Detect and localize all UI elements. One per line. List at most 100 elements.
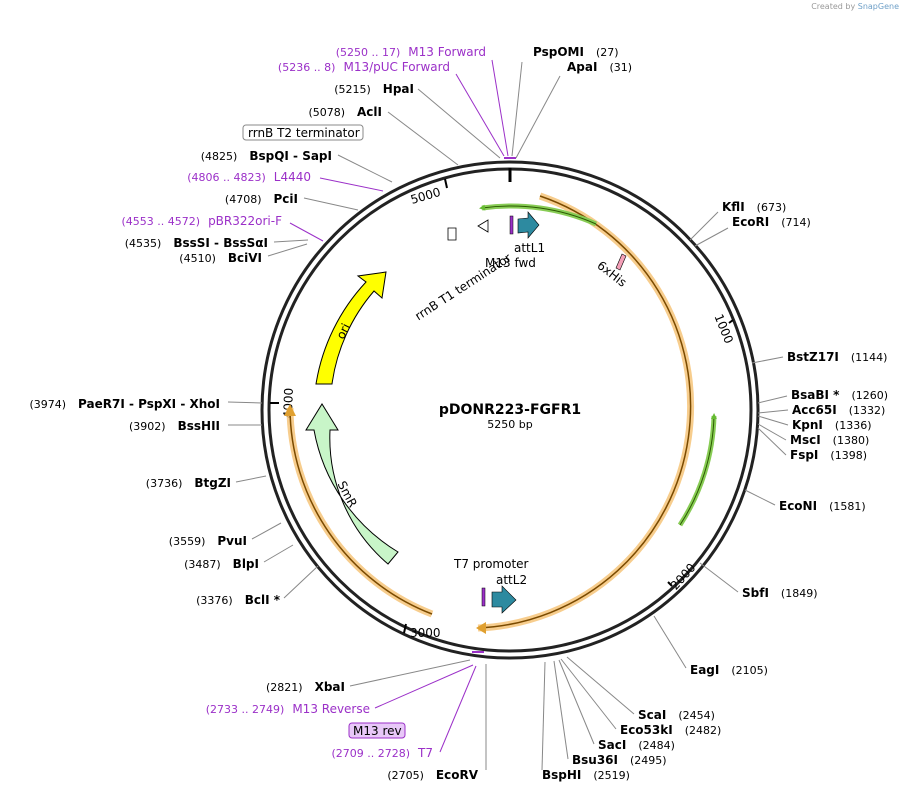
site-position: (2105)	[731, 664, 768, 677]
site-label-sac: SacI(2484)	[598, 738, 675, 752]
site-label-eco53: Eco53kI(2482)	[620, 723, 721, 737]
primer-name: L4440	[274, 170, 311, 184]
site-position: (1581)	[829, 500, 866, 513]
site-label-bcli: (3376)BclI *	[196, 593, 281, 607]
rrnb-t1-label: rrnB T1 terminator	[412, 251, 513, 324]
leader-blp	[263, 544, 294, 563]
primer-range: (5250 .. 17)	[336, 46, 401, 59]
site-label-bspqi: (4825) BspQI - SapI	[201, 149, 332, 163]
site-name: BssHII	[178, 419, 220, 433]
primer-leader-m13puc	[455, 73, 505, 157]
site-position: (1380)	[833, 434, 870, 447]
smr-label: SmR	[335, 479, 360, 510]
site-position: (5078)	[308, 106, 345, 119]
site-name: PciI	[274, 192, 299, 206]
attl2-feature	[481, 585, 517, 614]
site-position: (1144)	[851, 351, 888, 364]
leader-bcli	[283, 565, 319, 599]
6xhis-label: 6xHis	[594, 258, 629, 290]
plasmid-size: 5250 bp	[487, 418, 532, 431]
leader-btgz	[235, 475, 267, 483]
site-name: MscI	[790, 433, 821, 447]
site-label-sca: ScaI(2454)	[638, 708, 715, 722]
leader-lines	[227, 59, 789, 771]
site-label-pci: (4708) PciI	[225, 192, 298, 206]
site-position: (673)	[757, 201, 787, 214]
leader-sca	[566, 656, 635, 715]
site-name: EcoRI	[732, 215, 769, 229]
site-name: FspI	[790, 448, 818, 462]
primer-range: (2733 .. 2749)	[206, 703, 285, 716]
leader-paer	[227, 401, 263, 404]
site-name: BssSI - BssSαI	[173, 236, 268, 250]
site-label-msc: MscI (1380)	[790, 433, 869, 447]
primer-name: M13 Reverse	[292, 702, 370, 716]
site-label-bcivi: (4510) BciVI	[179, 251, 262, 265]
primer-leader-m13r	[374, 664, 474, 709]
attl2-label: attL2	[496, 573, 527, 587]
primer-label-pbr: (4553 .. 4572)pBR322ori-F	[122, 214, 283, 228]
site-name: AclI	[357, 105, 382, 119]
primer-name: M13 Forward	[408, 45, 486, 59]
site-position: (2705)	[387, 769, 424, 782]
leader-bspqi	[337, 154, 393, 183]
site-name: SacI	[598, 738, 626, 752]
site-label-blp: (3487) BlpI	[184, 557, 259, 571]
primer-leader-t7	[439, 665, 477, 753]
site-position: (3974)	[29, 398, 66, 411]
primer-range: (4806 .. 4823)	[187, 171, 266, 184]
primer-range: (5236 .. 8)	[278, 61, 336, 74]
site-position: (4825)	[201, 150, 238, 163]
site-position: (1336)	[835, 419, 872, 432]
leader-sac	[558, 659, 595, 745]
site-position: (5215)	[334, 83, 371, 96]
site-position: (4510)	[179, 252, 216, 265]
site-label-kpn: KpnI(1336)	[792, 418, 871, 432]
site-position: (1398)	[830, 449, 867, 462]
site-label-eag: EagI(2105)	[690, 663, 768, 677]
leader-bsphi	[541, 661, 546, 771]
leader-pvu	[251, 522, 282, 540]
site-position: (4708)	[225, 193, 262, 206]
site-name: EcoRV	[436, 768, 479, 782]
site-position: (2454)	[678, 709, 715, 722]
site-position: (27)	[596, 46, 619, 59]
leader-econi	[744, 489, 776, 506]
rrnb-t2-box	[242, 124, 364, 141]
m13-rev-box	[348, 722, 406, 739]
primer-name: T7	[417, 746, 433, 760]
site-name: BlpI	[233, 557, 259, 571]
site-label-acl: (5078) AclI	[308, 105, 382, 119]
leader-hpa	[417, 88, 501, 159]
site-name: BspHI	[542, 768, 581, 782]
site-position: (3902)	[129, 420, 166, 433]
site-name: SbfI	[742, 586, 769, 600]
leader-bsu36	[553, 660, 569, 760]
site-name: BsaBI *	[791, 388, 840, 402]
leader-psp	[511, 61, 523, 157]
site-position: (2495)	[630, 754, 667, 767]
site-label-acc65: Acc65I(1332)	[792, 403, 885, 417]
site-label-sbf: SbfI(1849)	[742, 586, 818, 600]
primer-label-l4440: (4806 .. 4823) L4440	[187, 170, 311, 184]
backbone-outer	[260, 160, 760, 660]
site-name: BciVI	[228, 251, 262, 265]
snapgene-brand: SnapGene	[857, 2, 899, 11]
leader-eag	[653, 615, 687, 669]
green-arc-right	[677, 415, 717, 527]
site-name: BspQI - SapI	[249, 149, 332, 163]
site-position: (31)	[609, 61, 632, 74]
site-position: (1260)	[851, 389, 888, 402]
plasmid-name: pDONR223-FGFR1	[439, 402, 581, 418]
leader-kpn	[757, 415, 789, 426]
t7-promoter-label: T7 promoter	[453, 557, 529, 571]
primer-name: M13/pUC Forward	[343, 60, 450, 74]
ori-feature	[315, 271, 387, 385]
leader-bsssi	[273, 239, 309, 243]
site-name: Eco53kI	[620, 723, 673, 737]
orange-orf-arc-left	[286, 407, 434, 618]
site-name: BtgZI	[194, 476, 231, 490]
primer-leader-pbr	[289, 222, 324, 242]
site-position: (3487)	[184, 558, 221, 571]
rrnb-t2-label: rrnB T2 terminator	[248, 126, 360, 140]
